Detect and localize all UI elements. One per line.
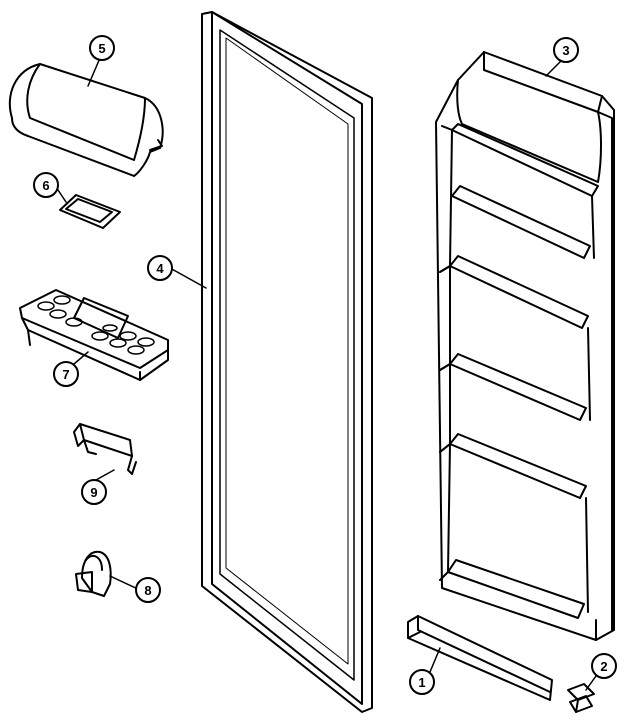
part-4-door-gasket xyxy=(201,11,373,713)
part-8-clip xyxy=(75,550,112,597)
svg-text:1: 1 xyxy=(418,675,425,690)
part-2-bracket xyxy=(567,683,595,713)
svg-text:5: 5 xyxy=(98,41,105,56)
callout-4: 4 xyxy=(147,255,173,281)
part-9-retainer xyxy=(73,423,137,475)
callout-1: 1 xyxy=(409,669,435,695)
callout-5: 5 xyxy=(89,35,115,61)
part-7-egg-tray xyxy=(19,289,169,381)
part-6-dairy-door xyxy=(59,194,121,229)
part-5-dairy-cover xyxy=(8,63,164,177)
callout-9: 9 xyxy=(81,479,107,505)
svg-text:4: 4 xyxy=(156,261,164,276)
callout-6: 6 xyxy=(33,172,59,198)
svg-text:7: 7 xyxy=(62,367,69,382)
part-3-door-liner xyxy=(435,51,615,641)
leader-9 xyxy=(95,469,115,481)
svg-text:3: 3 xyxy=(562,43,569,58)
callout-2: 2 xyxy=(591,653,617,679)
svg-text:6: 6 xyxy=(42,178,49,193)
svg-text:9: 9 xyxy=(90,485,97,500)
callout-3: 3 xyxy=(553,37,579,63)
svg-text:2: 2 xyxy=(600,659,607,674)
part-1-trim xyxy=(407,615,553,701)
leader-3 xyxy=(545,59,563,77)
svg-text:8: 8 xyxy=(144,583,151,598)
leader-4 xyxy=(169,267,207,289)
leader-5 xyxy=(87,57,101,87)
callout-7: 7 xyxy=(53,361,79,387)
leader-1 xyxy=(429,647,441,673)
callout-8: 8 xyxy=(135,577,161,603)
leader-2 xyxy=(585,675,597,691)
leader-8 xyxy=(109,575,141,591)
leader-7 xyxy=(73,351,89,365)
